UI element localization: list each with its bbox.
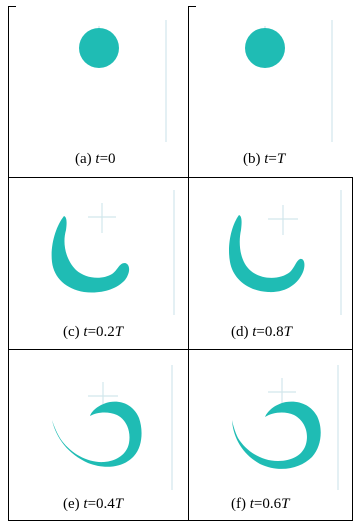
fluid-blob-a	[79, 28, 119, 68]
fluid-blob-c	[52, 216, 130, 293]
fluid-blob-d	[229, 215, 304, 292]
fluid-blob-e	[52, 402, 142, 467]
caption-a: (a) t=0	[75, 151, 116, 167]
caption-e: (e) t=0.4T	[63, 496, 125, 512]
crosshair-d	[268, 205, 298, 235]
caption-b: (b) t=T	[243, 151, 287, 167]
caption-c: (c) t=0.2T	[63, 324, 125, 340]
fluid-shapes	[52, 28, 321, 469]
caption-d: (d) t=0.8T	[231, 324, 294, 340]
crosshair-c	[88, 203, 116, 233]
fluid-blob-f	[232, 402, 321, 469]
fluid-blob-b	[245, 28, 285, 68]
caption-f: (f) t=0.6T	[231, 496, 291, 512]
